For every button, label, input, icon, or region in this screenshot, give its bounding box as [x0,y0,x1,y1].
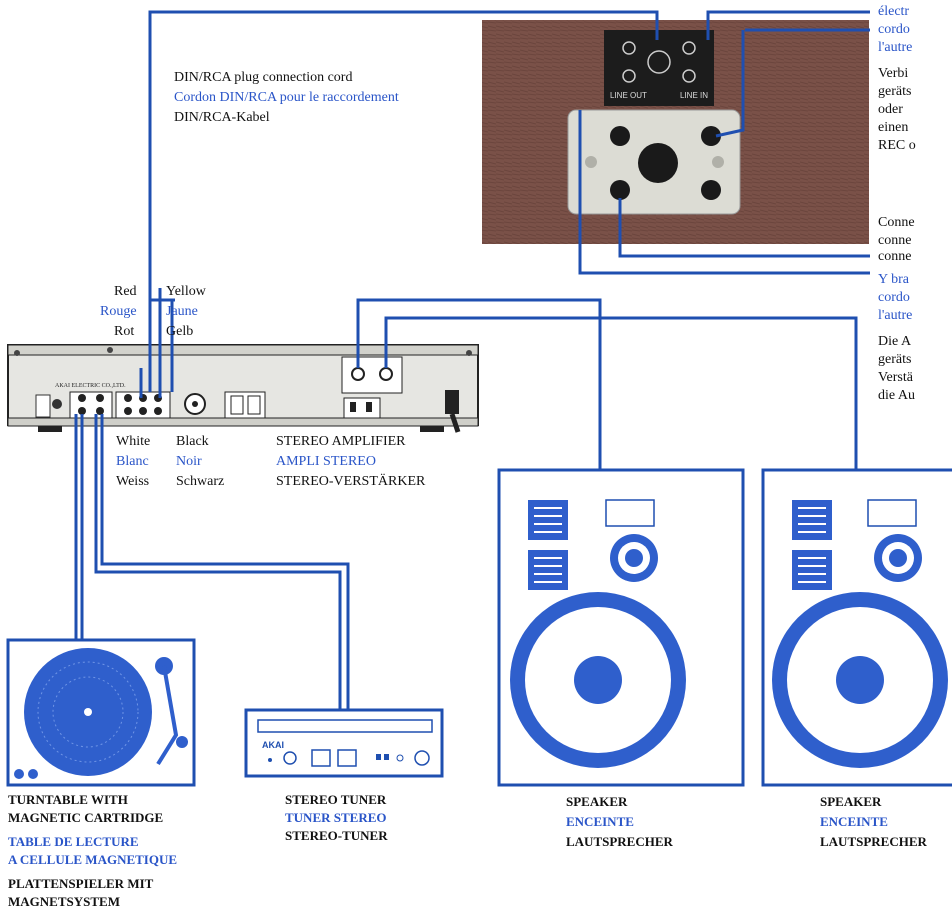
line-jack-plate [604,30,714,106]
turntable-label-fr-1: TABLE DE LECTURE [8,834,139,849]
note-bottom-5: cordo [878,290,910,305]
tape-deck-panel: LINE OUT LINE IN [482,20,869,244]
note-top-1: électr [878,4,910,19]
speaker-left-label-de: LAUTSPRECHER [566,834,673,849]
turntable-label-en-1: TURNTABLE WITH [8,792,128,807]
note-top-7: einen [878,120,909,135]
speaker-left-label-en: SPEAKER [566,794,628,809]
cord-label-fr: Cordon DIN/RCA pour le raccordement [174,90,399,105]
note-top-3: l'autre [878,40,913,55]
speaker-right-label-en: SPEAKER [820,794,882,809]
color-black-fr: Noir [176,454,202,469]
turntable-label-de-1: PLATTENSPIELER MIT [8,876,154,891]
color-white-en: White [116,434,151,449]
color-black-de: Schwarz [176,474,225,489]
note-bottom-6: l'autre [878,308,913,323]
tuner-label-fr: TUNER STEREO [285,810,387,825]
note-bottom-2: conne [878,233,912,248]
note-bottom-10: die Au [878,388,915,403]
speaker-right-label-de: LAUTSPRECHER [820,834,927,849]
cables [74,10,870,710]
turntable-label-fr-2: A CELLULE MAGNETIQUE [8,852,178,867]
color-yellow-de: Gelb [166,324,194,339]
cord-label-de: DIN/RCA-Kabel [174,110,270,125]
tuner-device: AKAI [244,708,444,778]
color-yellow-fr: Jaune [166,304,198,319]
speaker-left-device [497,468,745,787]
color-white-fr: Blanc [116,454,149,469]
note-bottom-1: Conne [878,215,915,230]
color-red-en: Red [114,284,137,299]
amp-brand-label: AKAI ELECTRIC CO.,LTD. [55,383,126,389]
speaker-left-label-fr: ENCEINTE [566,814,634,829]
note-top-6: oder [878,102,903,117]
note-bottom-9: Verstä [878,370,913,385]
color-red-fr: Rouge [100,304,137,319]
amplifier-rear-panel: AKAI ELECTRIC CO.,LTD. [7,344,479,433]
tuner-brand: AKAI [262,740,284,750]
color-white-de: Weiss [116,474,150,489]
color-black-en: Black [176,434,209,449]
speaker-right-device [761,468,952,787]
turntable-label-en-2: MAGNETIC CARTRIDGE [8,810,164,825]
note-bottom-8: geräts [878,352,912,367]
note-bottom-3: conne [878,249,912,264]
tuner-label-en: STEREO TUNER [285,792,387,807]
line-out-label: LINE OUT [610,91,647,100]
amplifier-label-en: STEREO AMPLIFIER [276,434,406,449]
note-top-5: geräts [878,84,912,99]
note-top-2: cordo [878,22,910,37]
color-yellow-en: Yellow [166,284,206,299]
speaker-right-label-fr: ENCEINTE [820,814,888,829]
note-bottom-4: Y bra [878,272,909,287]
tuner-label-de: STEREO-TUNER [285,828,388,843]
note-top-4: Verbi [878,66,909,81]
line-in-label: LINE IN [680,91,708,100]
color-red-de: Rot [114,324,135,339]
turntable-device [6,638,196,787]
cord-label-en: DIN/RCA plug connection cord [174,70,353,85]
turntable-label-de-2: MAGNETSYSTEM [8,894,120,909]
amplifier-label-fr: AMPLI STEREO [276,454,376,469]
note-bottom-7: Die A [878,334,912,349]
note-top-8: REC o [878,138,916,153]
amplifier-label-de: STEREO-VERSTÄRKER [276,474,426,489]
